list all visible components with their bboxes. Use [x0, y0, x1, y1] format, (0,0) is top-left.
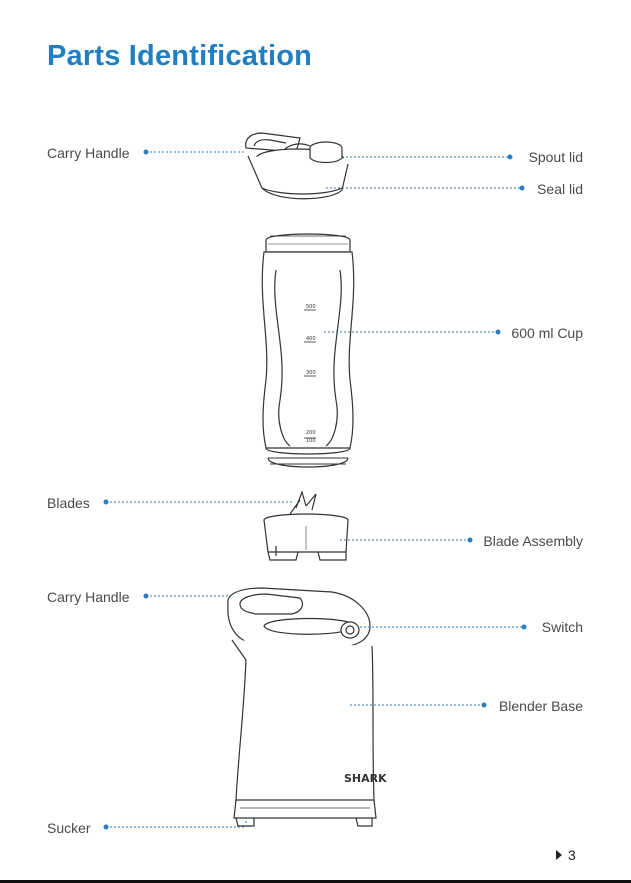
blade-assembly-illustration — [264, 492, 348, 560]
lid-illustration — [246, 133, 348, 199]
page-arrow-icon — [556, 850, 562, 860]
brand-logo-text: SHARK — [344, 772, 387, 785]
page-number: 3 — [568, 847, 576, 863]
cup-marking-500: 500 — [306, 304, 316, 310]
cup-marking-400: 400 — [306, 336, 316, 342]
cup-marking-300: 300 — [306, 370, 316, 376]
page-footer: 3 — [556, 847, 576, 863]
cup-marking-200: 200 — [306, 430, 316, 436]
blender-base-illustration — [228, 588, 376, 826]
cup-marking-100: 100 — [306, 438, 316, 444]
leader-sucker — [106, 818, 246, 827]
